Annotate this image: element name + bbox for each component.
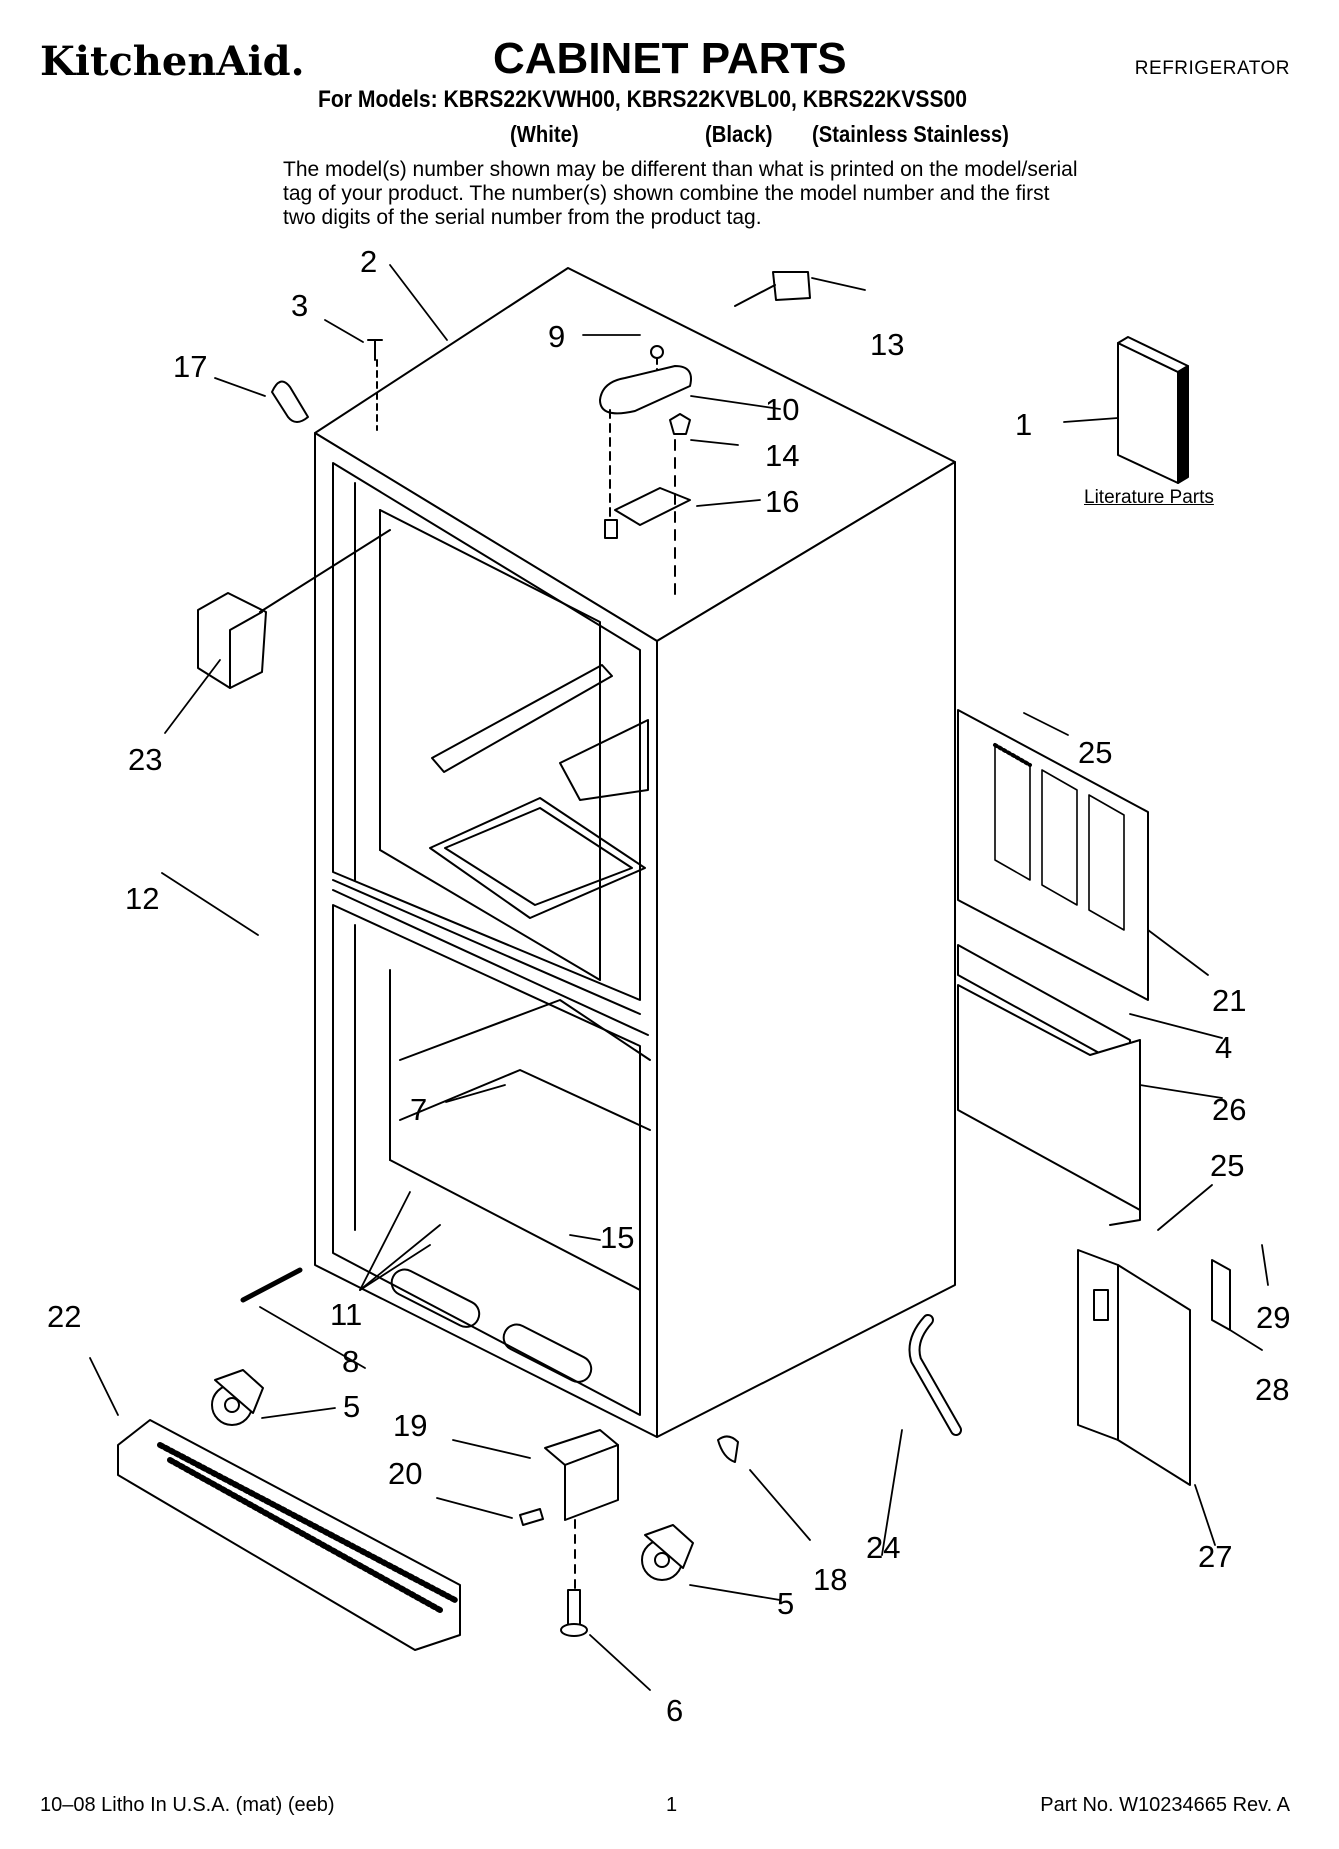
callout-10: 10 xyxy=(765,392,799,427)
callout-23: 23 xyxy=(128,742,162,777)
color-black: (Black) xyxy=(705,121,773,147)
callout-8: 8 xyxy=(342,1344,359,1379)
callout-15: 15 xyxy=(600,1220,634,1255)
callout-1: 1 xyxy=(1015,407,1032,442)
callout-26: 26 xyxy=(1212,1092,1246,1127)
leader-lines xyxy=(89,264,1269,1691)
page-title: CABINET PARTS xyxy=(493,34,847,83)
compressor-mounting-bracket xyxy=(1077,1249,1231,1486)
print-info: 10–08 Litho In U.S.A. (mat) (eeb) xyxy=(40,1794,335,1816)
callout-16: 16 xyxy=(765,484,799,519)
brand-logo: KitchenAid. xyxy=(40,38,305,85)
callout-6: 6 xyxy=(666,1693,683,1728)
rear-roller xyxy=(641,1524,694,1581)
model-disclaimer: The model(s) number shown may be differe… xyxy=(283,158,1078,229)
callout-25b: 25 xyxy=(1210,1148,1244,1183)
control-module xyxy=(197,529,391,689)
callout-20: 20 xyxy=(388,1456,422,1491)
callout-11: 11 xyxy=(330,1297,362,1332)
top-hinge-assembly xyxy=(599,345,692,601)
literature-parts-label: Literature Parts xyxy=(1084,487,1214,508)
front-roller xyxy=(211,1369,264,1426)
callout-12: 12 xyxy=(125,881,159,916)
callout-18: 18 xyxy=(813,1562,847,1597)
label-tag xyxy=(772,271,811,301)
callout-21: 21 xyxy=(1212,983,1246,1018)
callout-29: 29 xyxy=(1256,1300,1290,1335)
callout-labels: 1 2 3 4 5 5 6 7 8 9 10 11 12 13 14 15 16… xyxy=(47,244,1290,1728)
callout-5b: 5 xyxy=(777,1586,794,1621)
literature-book xyxy=(1117,336,1189,484)
rear-access-panel xyxy=(957,709,1149,1226)
model-numbers: For Models: KBRS22KVWH00, KBRS22KVBL00, … xyxy=(318,86,968,113)
toe-grille xyxy=(117,1419,461,1651)
refrigerator-cabinet xyxy=(314,267,956,1438)
appliance-category: REFRIGERATOR xyxy=(1134,58,1290,79)
callout-3: 3 xyxy=(291,288,308,323)
part-number: Part No. W10234665 Rev. A xyxy=(1040,1794,1290,1816)
callout-7: 7 xyxy=(410,1092,427,1127)
callout-22: 22 xyxy=(47,1299,81,1334)
callout-24: 24 xyxy=(866,1530,900,1565)
callout-9: 9 xyxy=(548,319,565,354)
color-white: (White) xyxy=(510,121,579,147)
callout-27: 27 xyxy=(1198,1539,1232,1574)
callout-25a: 25 xyxy=(1078,735,1112,770)
callout-17: 17 xyxy=(173,349,207,384)
trim-strip xyxy=(271,380,309,423)
callout-2: 2 xyxy=(360,244,377,279)
callout-14: 14 xyxy=(765,438,799,473)
callout-5a: 5 xyxy=(343,1389,360,1424)
page-number: 1 xyxy=(666,1794,678,1816)
callout-4: 4 xyxy=(1215,1030,1232,1065)
color-stainless: (Stainless Stainless) xyxy=(812,121,1009,147)
callout-13: 13 xyxy=(870,327,904,362)
callout-19: 19 xyxy=(393,1408,427,1443)
callout-28: 28 xyxy=(1255,1372,1289,1407)
